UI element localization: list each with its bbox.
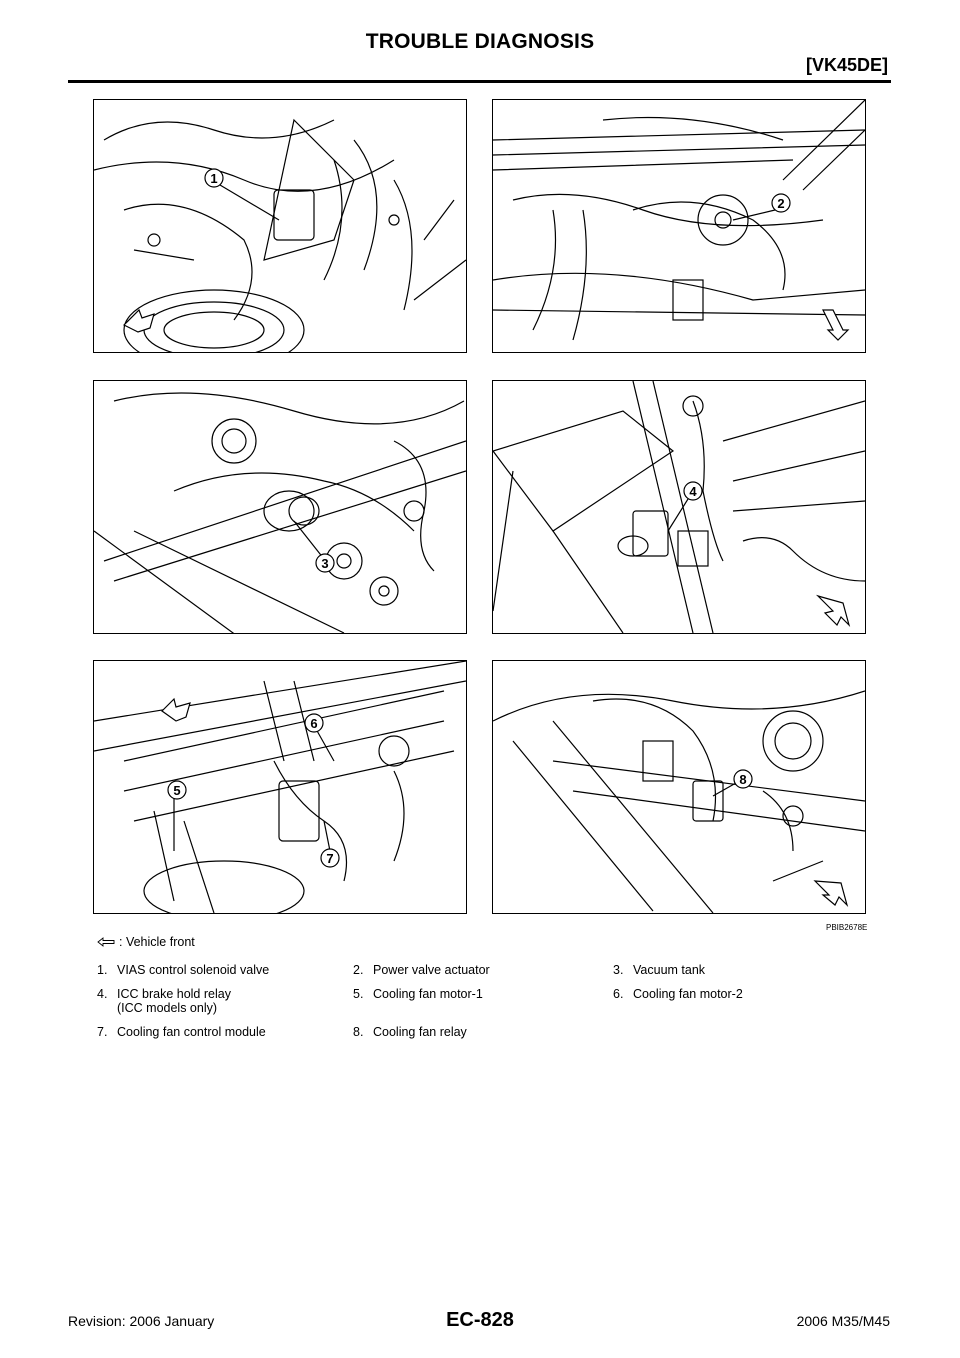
item-row-3: 7.Cooling fan control module 8.Cooling f… bbox=[97, 1025, 743, 1039]
photo-panel-6: 8 bbox=[492, 660, 866, 914]
photo-panel-2: 2 bbox=[492, 99, 866, 353]
item-list: 1.VIAS control solenoid valve 2.Power va… bbox=[97, 963, 743, 1049]
photo-panel-1: 1 bbox=[93, 99, 467, 353]
list-item: 2.Power valve actuator bbox=[353, 963, 490, 977]
footer-revision: Revision: 2006 January bbox=[68, 1313, 215, 1329]
header-rule bbox=[68, 80, 891, 83]
callout-4: 4 bbox=[689, 484, 697, 499]
arrow-icon bbox=[97, 937, 115, 947]
photo-panel-4: 4 bbox=[492, 380, 866, 634]
callout-2: 2 bbox=[777, 196, 784, 211]
legend: : Vehicle front bbox=[97, 935, 195, 949]
list-item: 1.VIAS control solenoid valve bbox=[97, 963, 270, 977]
item-row-2: 4.ICC brake hold relay(ICC models only) … bbox=[97, 987, 743, 1015]
item-row-1: 1.VIAS control solenoid valve 2.Power va… bbox=[97, 963, 743, 977]
list-item: 6.Cooling fan motor-2 bbox=[613, 987, 743, 1001]
footer-page-number: EC-828 bbox=[446, 1309, 514, 1331]
list-item: 4.ICC brake hold relay(ICC models only) bbox=[97, 987, 231, 1015]
callout-1: 1 bbox=[210, 171, 217, 186]
callout-8: 8 bbox=[739, 772, 746, 787]
callout-5: 5 bbox=[173, 783, 180, 798]
page-title: TROUBLE DIAGNOSIS bbox=[365, 30, 595, 53]
legend-text: : Vehicle front bbox=[119, 935, 195, 949]
list-item: 8.Cooling fan relay bbox=[353, 1025, 467, 1039]
footer-model: 2006 M35/M45 bbox=[796, 1313, 890, 1329]
callout-7: 7 bbox=[326, 851, 333, 866]
figure-id: PBIB2678E bbox=[826, 923, 868, 932]
photo-panel-5: 5 6 7 bbox=[93, 660, 467, 914]
list-item: 3.Vacuum tank bbox=[613, 963, 706, 977]
callout-6: 6 bbox=[310, 716, 317, 731]
section-code: [VK45DE] bbox=[805, 55, 888, 75]
callout-3: 3 bbox=[321, 556, 328, 571]
photo-panel-3: 3 bbox=[93, 380, 467, 634]
list-item: 7.Cooling fan control module bbox=[97, 1025, 266, 1039]
list-item: 5.Cooling fan motor-1 bbox=[353, 987, 483, 1001]
